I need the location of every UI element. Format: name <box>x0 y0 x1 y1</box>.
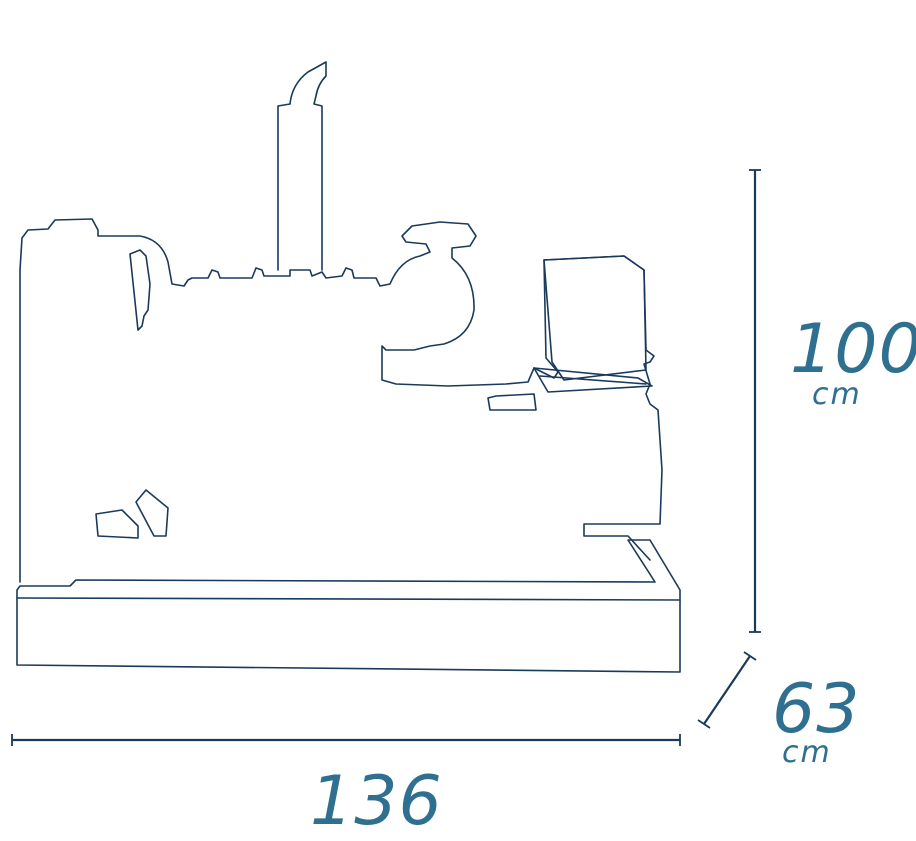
engine-detail-right <box>135 489 169 537</box>
engine-body <box>19 218 663 583</box>
panel-bracket <box>533 367 653 393</box>
radiator-cutout <box>129 249 151 331</box>
panel-bracket-line <box>539 375 647 385</box>
height-dimension-line <box>749 169 761 633</box>
exhaust-pipe <box>277 61 327 271</box>
height-value-label: 100 <box>790 310 916 389</box>
height-unit-label: cm <box>812 377 862 412</box>
width-dimension-line <box>11 734 681 746</box>
control-panel <box>543 255 647 381</box>
depth-unit-label: cm <box>782 735 832 770</box>
width-value-label: 136 <box>310 762 443 841</box>
base-skid <box>16 539 681 673</box>
engine-detail-left <box>95 509 139 539</box>
side-rail <box>487 393 537 411</box>
depth-dimension-line <box>697 651 757 729</box>
depth-value-label: 63 <box>772 670 861 749</box>
generator-outline <box>16 61 681 673</box>
base-skid-top-edge <box>16 597 681 601</box>
